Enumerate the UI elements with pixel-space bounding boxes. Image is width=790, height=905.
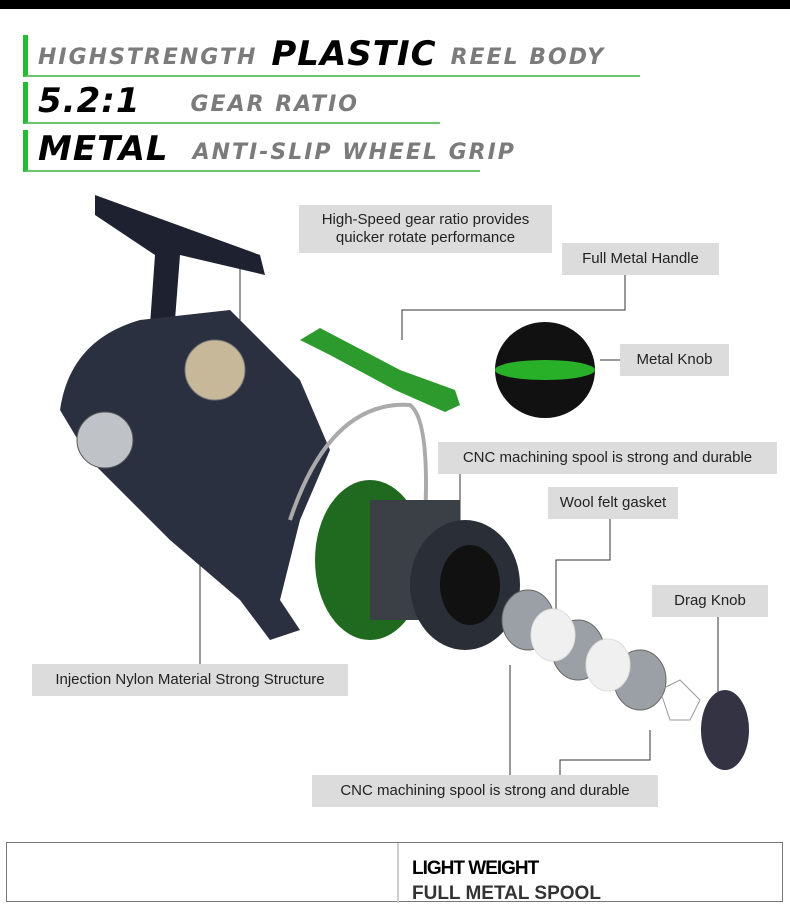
feature-strong: 5.2:1 — [38, 81, 141, 121]
feature-post: REEL BODY — [450, 44, 606, 70]
callout-spool-bottom: CNC machining spool is strong and durabl… — [312, 775, 658, 807]
callout-gear-ratio: High-Speed gear ratio provides quicker r… — [299, 205, 552, 253]
feature-post: ANTI-SLIP WHEEL GRIP — [192, 139, 516, 165]
top-banner-edge — [0, 0, 790, 9]
panel-subtitle: FULL METAL SPOOL — [412, 883, 601, 904]
panel-title: LIGHT WEIGHT — [412, 858, 539, 879]
callout-body: Injection Nylon Material Strong Structur… — [32, 664, 348, 696]
callout-handle: Full Metal Handle — [562, 243, 719, 275]
feature-post: GEAR RATIO — [190, 91, 359, 117]
callout-spool-top: CNC machining spool is strong and durabl… — [438, 442, 777, 474]
feature-row-gear: 5.2:1 GEAR RATIO — [23, 82, 440, 124]
feature-pre: HIGHSTRENGTH — [38, 44, 258, 70]
feature-row-grip: METAL ANTI-SLIP WHEEL GRIP — [23, 129, 514, 172]
bottom-panel: LIGHT WEIGHT FULL METAL SPOOL — [6, 842, 783, 904]
feature-strong: METAL — [38, 129, 169, 169]
feature-strong: PLASTIC — [271, 34, 437, 74]
panel-divider — [397, 843, 399, 903]
callout-text: quicker rotate performance — [335, 229, 516, 246]
callout-gasket: Wool felt gasket — [548, 487, 678, 519]
feature-row-body: HIGHSTRENGTH PLASTIC REEL BODY — [23, 35, 640, 77]
callout-knob: Metal Knob — [620, 344, 729, 376]
callout-drag-knob: Drag Knob — [652, 585, 768, 617]
callout-text: High-Speed gear ratio provides — [321, 211, 530, 228]
